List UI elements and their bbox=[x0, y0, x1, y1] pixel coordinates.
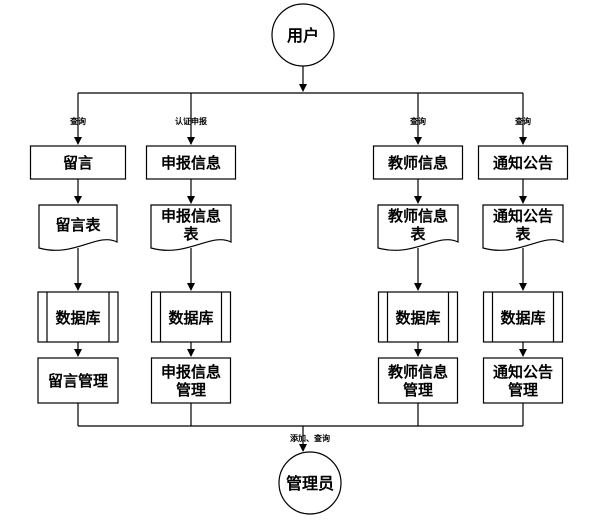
document-label: 通知公告 bbox=[493, 207, 553, 225]
manager-box-2 bbox=[150, 357, 232, 404]
database-box-3 bbox=[377, 291, 459, 343]
document-label: 教师信息 bbox=[387, 207, 448, 225]
admin-node-label: 管理员 bbox=[286, 474, 334, 493]
manager-box-4 bbox=[482, 357, 564, 404]
process-box-3 bbox=[372, 145, 464, 180]
process-label: 教师信息 bbox=[387, 154, 448, 172]
document-label: 留言表 bbox=[55, 216, 101, 234]
manager-label: 管理 bbox=[508, 381, 538, 399]
manager-label: 管理 bbox=[176, 381, 206, 399]
user-node-label: 用户 bbox=[287, 26, 319, 45]
process-label: 申报信息 bbox=[161, 154, 221, 172]
document-label: 表 bbox=[183, 225, 199, 243]
database-box-4 bbox=[482, 291, 564, 343]
document-shape-4 bbox=[482, 204, 564, 251]
manager-box-1 bbox=[37, 357, 119, 404]
document-shape-2 bbox=[150, 204, 232, 251]
database-label-4: 数据库 bbox=[500, 309, 545, 327]
document-label: 表 bbox=[410, 225, 426, 243]
process-label: 通知公告 bbox=[493, 154, 553, 172]
edge-label-2: 认证申报 bbox=[175, 116, 207, 126]
process-box-4 bbox=[477, 145, 569, 180]
edge-label-3: 查询 bbox=[410, 116, 426, 126]
manager-label: 管理 bbox=[403, 381, 433, 399]
edge-label-1: 查询 bbox=[70, 116, 86, 126]
database-label-2: 数据库 bbox=[168, 309, 213, 327]
database-label-3: 数据库 bbox=[395, 309, 440, 327]
manager-label: 通知公告 bbox=[493, 363, 553, 381]
process-label: 留言 bbox=[63, 154, 93, 172]
process-box-1 bbox=[29, 145, 127, 180]
document-label: 申报信息 bbox=[161, 207, 221, 225]
database-label-1: 数据库 bbox=[55, 309, 100, 327]
edge-label-4: 查询 bbox=[515, 116, 531, 126]
manager-label: 申报信息 bbox=[161, 363, 221, 381]
manager-label: 教师信息 bbox=[387, 363, 448, 381]
bottom-edge-label: 添加、查询 bbox=[290, 433, 330, 443]
manager-label: 留言管理 bbox=[48, 372, 108, 390]
document-shape-1 bbox=[38, 204, 118, 251]
document-shape-3 bbox=[377, 204, 459, 251]
admin-node bbox=[278, 451, 342, 515]
document-label: 表 bbox=[515, 225, 531, 243]
database-box-1 bbox=[37, 291, 119, 343]
flow-columns: 查询留言留言表数据库留言管理认证申报申报信息申报信息表数据库申报信息管理查询教师… bbox=[29, 93, 569, 426]
